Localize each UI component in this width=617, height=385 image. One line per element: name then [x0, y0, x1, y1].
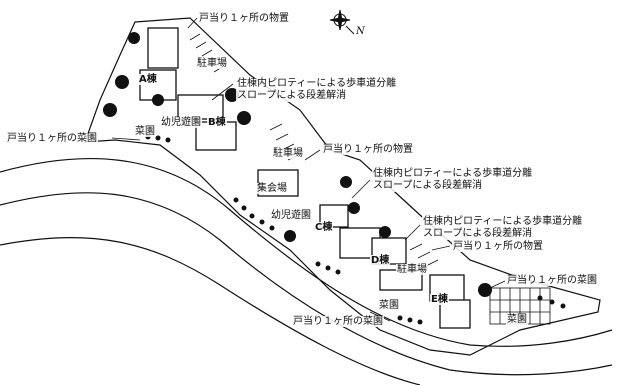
tree	[128, 32, 140, 44]
storage-callout: 戸当り１ヶ所の物置	[322, 144, 414, 155]
tree	[348, 202, 360, 214]
building-a-block	[147, 27, 179, 69]
garden-callout: 戸当り１ヶ所の菜園	[506, 275, 598, 286]
parking-label: 駐車場	[396, 264, 428, 275]
north-label: N	[356, 26, 365, 37]
building-b-block	[177, 94, 224, 120]
tree	[478, 283, 492, 297]
tree	[284, 230, 296, 242]
parking-label: 駐車場	[272, 148, 304, 159]
building-e-label: E棟	[430, 294, 449, 305]
piloti-callout: 住棟内ピロティーによる歩車道分離 スロープによる段差解消	[372, 168, 534, 192]
building-d-label: D棟	[370, 255, 391, 266]
parking-label: 駐車場	[196, 58, 228, 69]
road-edge	[0, 192, 613, 376]
playground-label: 幼児遊園	[270, 210, 312, 221]
playground-label: 幼児遊園	[160, 117, 202, 128]
garden-label: 菜園	[506, 314, 528, 325]
building-c-label: C棟	[314, 222, 334, 233]
tree	[340, 176, 352, 188]
tree	[379, 226, 391, 238]
road-edge	[0, 237, 421, 385]
garden-callout: 戸当り１ヶ所の菜園	[292, 316, 384, 327]
piloti-callout: 住棟内ピロティーによる歩車道分離 スロープによる段差解消	[422, 216, 584, 240]
storage-callout: 戸当り１ヶ所の物置	[452, 241, 544, 252]
road-edge	[0, 157, 613, 347]
garden-callout: 戸当り１ヶ所の菜園	[6, 133, 98, 144]
piloti-callout: 住棟内ピロティーによる歩車道分離 スロープによる段差解消	[236, 78, 398, 102]
garden-label: 菜園	[378, 300, 400, 311]
building-c-block	[319, 204, 349, 228]
tree	[115, 75, 129, 89]
tree	[225, 88, 239, 102]
building-b-label: B棟	[207, 117, 227, 128]
tree	[237, 111, 251, 125]
building-a-label: A棟	[138, 74, 158, 85]
compass-icon	[329, 9, 355, 35]
meeting-hall-label: 集会場	[256, 183, 288, 194]
north-indicator: N	[326, 8, 366, 37]
parking-stalls	[189, 33, 225, 73]
tree	[152, 94, 164, 106]
garden-label: 菜園	[134, 126, 156, 137]
parking-stalls	[269, 123, 301, 161]
storage-callout: 戸当り１ヶ所の物置	[198, 13, 290, 24]
tree	[103, 103, 117, 117]
parking-stalls	[409, 243, 439, 267]
